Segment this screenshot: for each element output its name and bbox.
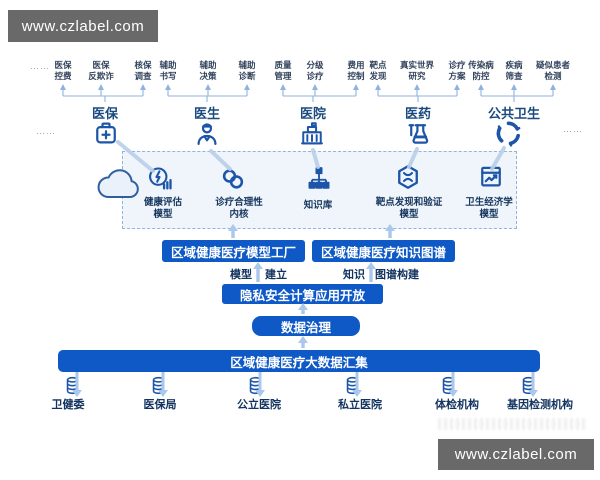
source-label: 私立医院 xyxy=(338,399,382,411)
watermark-banner-bottom: www.czlabel.com xyxy=(438,439,594,470)
privacy-compute-box: 隐私安全计算应用开放 xyxy=(222,284,383,304)
usecase-label: 诊疗 方案 xyxy=(448,60,466,81)
usecase-label: 辅助 诊断 xyxy=(238,60,256,81)
flask-icon xyxy=(404,120,432,153)
usecase-label: 靶点 发现 xyxy=(369,60,387,81)
watermark-banner-top: www.czlabel.com xyxy=(8,10,158,42)
model-label: 健康评估 模型 xyxy=(143,197,183,220)
source-label: 体检机构 xyxy=(435,399,479,411)
watermark-faint xyxy=(438,418,588,430)
model-factory-label: 区域健康医疗模型工厂 xyxy=(170,245,296,260)
gauge-lightning-icon xyxy=(146,165,174,198)
source-label: 基因检测机构 xyxy=(507,399,573,411)
source-label: 卫健委 xyxy=(51,399,85,411)
usecase-label: 分级 诊疗 xyxy=(306,60,324,81)
source-label: 医保局 xyxy=(143,399,177,411)
usecase-label: 真实世界 研究 xyxy=(399,60,435,81)
data-governance-label: 数据治理 xyxy=(280,320,331,335)
usecase-label: 质量 管理 xyxy=(274,60,292,81)
model-factory-box: 区域健康医疗模型工厂 xyxy=(162,240,305,262)
category-label-yisheng: 医生 xyxy=(193,106,221,121)
medkit-icon xyxy=(92,119,120,152)
source-label: 公立医院 xyxy=(237,399,281,411)
usecase-label: 医保 反欺诈 xyxy=(88,60,114,81)
data-governance-box: 数据治理 xyxy=(252,316,360,336)
usecase-label: 疑似患者 检测 xyxy=(535,60,571,81)
doctor-icon xyxy=(193,120,221,153)
ellipsis-mid-left: …… xyxy=(36,126,56,136)
model-build-label-left: 模型 xyxy=(230,269,252,281)
knowledge-graph-label: 区域健康医疗知识图谱 xyxy=(320,245,446,260)
knowledge-graph-box: 区域健康医疗知识图谱 xyxy=(312,240,455,262)
model-label: 知识库 xyxy=(303,200,333,211)
model-build-label-right: 建立 xyxy=(265,269,287,281)
privacy-compute-label: 隐私安全计算应用开放 xyxy=(239,288,365,303)
category-label-gongweisheng: 公共卫生 xyxy=(487,106,541,121)
usecase-label: 传染病 防控 xyxy=(468,60,494,81)
model-label: 卫生经济学 模型 xyxy=(465,197,513,220)
category-label-yiyuan: 医院 xyxy=(299,106,327,121)
kg-build-label-left: 知识 xyxy=(343,269,365,281)
big-data-bar-label: 区域健康医疗大数据汇集 xyxy=(230,355,368,370)
ellipsis-top-left: …… xyxy=(30,61,50,71)
usecase-label: 核保 调查 xyxy=(134,60,152,81)
cloud-icon xyxy=(94,168,142,207)
usecase-label: 辅助 书写 xyxy=(159,60,177,81)
category-label-yiyao: 医药 xyxy=(404,106,432,121)
hexagon-target-icon xyxy=(394,163,422,196)
chain-links-icon xyxy=(219,165,247,198)
banner-url-text: www.czlabel.com xyxy=(21,17,145,35)
banner-url-text: www.czlabel.com xyxy=(454,446,578,463)
category-label-yibao: 医保 xyxy=(91,106,119,121)
model-label: 靶点发现和验证 模型 xyxy=(375,197,443,220)
hospital-icon xyxy=(298,120,326,153)
usecase-label: 辅助 决策 xyxy=(199,60,217,81)
kg-build-label-right: 图谱构建 xyxy=(375,269,419,281)
ellipsis-mid-right: …… xyxy=(563,124,583,134)
usecase-label: 医保 控费 xyxy=(54,60,72,81)
sitemap-icon xyxy=(305,164,333,197)
big-data-bar: 区域健康医疗大数据汇集 xyxy=(58,350,540,372)
usecase-label: 疾病 筛查 xyxy=(505,60,523,81)
model-label: 诊疗合理性 内核 xyxy=(215,197,263,220)
usecase-label: 费用 控制 xyxy=(347,60,365,81)
public-health-icon xyxy=(494,119,523,153)
trend-box-icon xyxy=(477,162,505,195)
